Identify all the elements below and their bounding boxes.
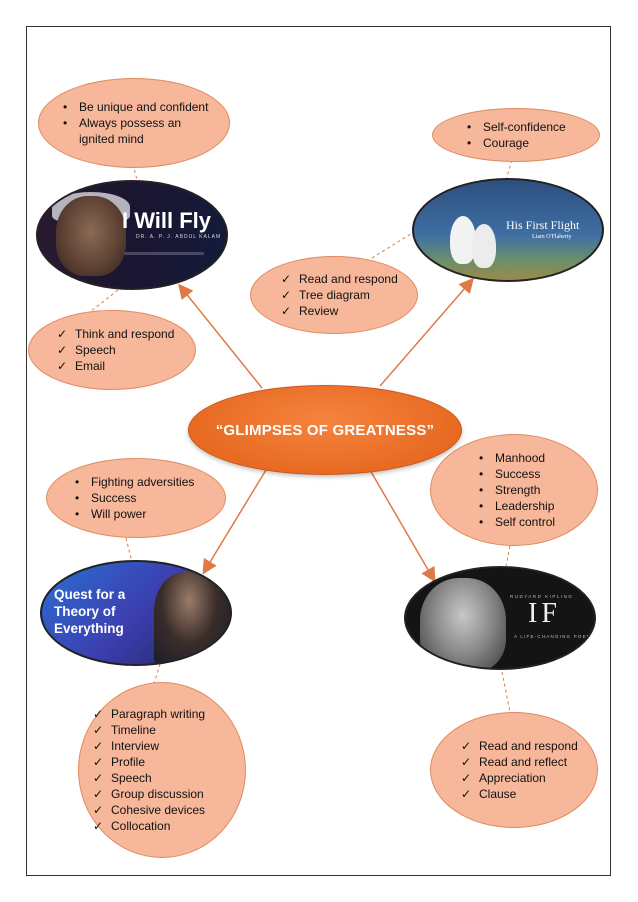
seagull-shape xyxy=(472,224,496,268)
if-poem-title: IF xyxy=(528,598,561,629)
central-topic: “GLIMPSES OF GREATNESS” xyxy=(188,385,462,475)
portrait-face xyxy=(56,196,126,276)
list-if-tasks: Read and respond Read and reflect Apprec… xyxy=(459,738,578,802)
list-item: Tree diagram xyxy=(279,287,398,303)
list-fly-qualities: Be unique and confident Always possess a… xyxy=(59,99,219,147)
list-item: Collocation xyxy=(91,818,205,834)
if-poem-subtitle: A LIFE-CHANGING POEM xyxy=(514,634,592,639)
list-item: Leadership xyxy=(475,498,555,514)
list-item: Success xyxy=(475,466,555,482)
list-item: Appreciation xyxy=(459,770,578,786)
list-item: Will power xyxy=(71,506,194,522)
dash-quest-bottom xyxy=(153,663,161,685)
list-flight-tasks: Read and respond Tree diagram Review xyxy=(279,271,398,319)
dash-flight-top xyxy=(505,159,513,181)
quest-title: Quest for a Theory of Everything xyxy=(54,587,126,636)
i-will-fly-signature xyxy=(124,252,204,255)
central-topic-title: “GLIMPSES OF GREATNESS” xyxy=(215,421,435,439)
list-item: Manhood xyxy=(475,450,555,466)
bubble-if-tasks: Read and respond Read and reflect Apprec… xyxy=(430,712,598,828)
if-poem-image: RUDYARD KIPLING IF A LIFE-CHANGING POEM xyxy=(404,566,596,670)
bubble-quest-tasks: Paragraph writing Timeline Interview Pro… xyxy=(78,682,246,858)
list-item: Think and respond xyxy=(55,326,174,342)
list-item: Fighting adversities xyxy=(71,474,194,490)
i-will-fly-image: I Will Fly DR. A. P. J. ABDUL KALAM xyxy=(36,180,228,290)
bubble-fly-tasks: Think and respond Speech Email xyxy=(28,310,196,390)
arrow-to-i-will-fly xyxy=(178,283,263,389)
list-item: Success xyxy=(71,490,194,506)
bubble-flight-tasks: Read and respond Tree diagram Review xyxy=(250,256,418,334)
his-first-flight-title: His First Flight xyxy=(506,218,580,232)
list-item: Self control xyxy=(475,514,555,530)
list-item: Read and reflect xyxy=(459,754,578,770)
list-item: Speech xyxy=(91,770,205,786)
list-item: Speech xyxy=(55,342,174,358)
dash-fly-bottom xyxy=(89,289,119,313)
portrait-person xyxy=(154,572,230,664)
his-first-flight-image: His First Flight Liam O'Flaherty xyxy=(412,178,604,282)
bubble-flight-qualities: Self-confidence Courage xyxy=(432,108,600,162)
list-quest-tasks: Paragraph writing Timeline Interview Pro… xyxy=(91,706,205,834)
arrow-to-his-first-flight xyxy=(379,277,474,387)
list-item: Courage xyxy=(463,135,566,151)
dash-if-bottom xyxy=(501,671,511,713)
his-first-flight-author: Liam O'Flaherty xyxy=(532,234,572,240)
list-item: Read and respond xyxy=(279,271,398,287)
list-item: Review xyxy=(279,303,398,319)
list-item: Read and respond xyxy=(459,738,578,754)
list-item: Interview xyxy=(91,738,205,754)
bubble-fly-qualities: Be unique and confident Always possess a… xyxy=(38,78,230,168)
dash-quest-top xyxy=(125,537,133,563)
seagull-shape xyxy=(450,216,476,264)
dash-flight-mid xyxy=(371,231,415,259)
list-item: Cohesive devices xyxy=(91,802,205,818)
arrow-to-if xyxy=(369,469,436,583)
dash-if-top xyxy=(505,545,511,567)
if-poem-author: RUDYARD KIPLING xyxy=(510,594,574,599)
list-item: Self-confidence xyxy=(463,119,566,135)
list-item: Timeline xyxy=(91,722,205,738)
page-frame xyxy=(26,26,611,876)
list-if-qualities: Manhood Success Strength Leadership Self… xyxy=(475,450,555,530)
list-item: Always possess an ignited mind xyxy=(59,115,219,147)
arrow-to-quest xyxy=(202,469,267,575)
list-item: Email xyxy=(55,358,174,374)
i-will-fly-title: I Will Fly xyxy=(122,208,212,233)
bubble-if-qualities: Manhood Success Strength Leadership Self… xyxy=(430,434,598,546)
list-quest-qualities: Fighting adversities Success Will power xyxy=(71,474,194,522)
quest-image: Quest for a Theory of Everything xyxy=(40,560,232,666)
list-item: Strength xyxy=(475,482,555,498)
i-will-fly-author: DR. A. P. J. ABDUL KALAM xyxy=(136,234,222,240)
bubble-quest-qualities: Fighting adversities Success Will power xyxy=(46,458,226,538)
list-item: Paragraph writing xyxy=(91,706,205,722)
portrait-face xyxy=(420,578,506,668)
list-item: Profile xyxy=(91,754,205,770)
list-item: Clause xyxy=(459,786,578,802)
list-item: Group discussion xyxy=(91,786,205,802)
list-fly-tasks: Think and respond Speech Email xyxy=(55,326,174,374)
list-flight-qualities: Self-confidence Courage xyxy=(463,119,566,151)
list-item: Be unique and confident xyxy=(59,99,219,115)
